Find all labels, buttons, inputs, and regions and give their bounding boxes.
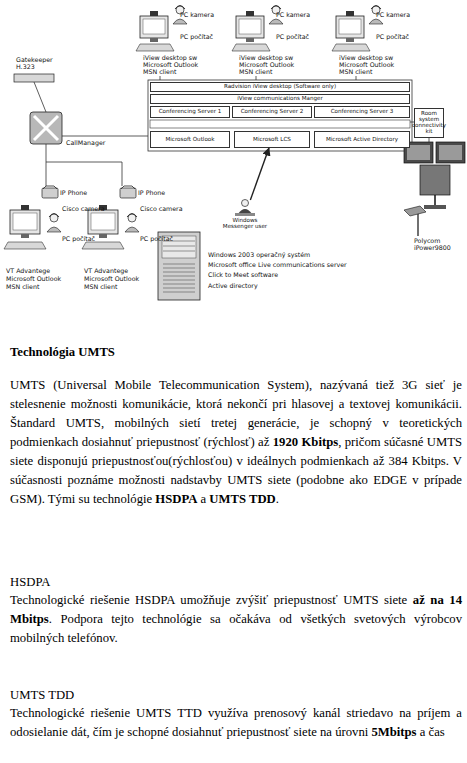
node-label: Microsoft Active Directory bbox=[326, 137, 398, 143]
podium-pole bbox=[417, 212, 418, 236]
diagram-label: Microsoft Outlook bbox=[339, 62, 394, 69]
node-label: Conferencing Server 1 bbox=[159, 109, 222, 115]
diagram-label: iView desktop sw bbox=[143, 55, 197, 62]
diagram-label: MSN client bbox=[143, 69, 176, 76]
diagram-label: Windows 2003 operačný systém bbox=[208, 252, 310, 259]
tv-screen bbox=[407, 145, 430, 160]
diagram-label: Gatekeeper H.323 bbox=[16, 57, 56, 71]
diagram-label: PC počítač bbox=[140, 236, 173, 243]
component-box: Radvision iView desktop (Software only) bbox=[150, 82, 410, 92]
diagram-label: MSN client bbox=[239, 69, 272, 76]
conference-phone bbox=[404, 206, 426, 216]
wire bbox=[46, 162, 122, 186]
component-box: Room system connectivity kit bbox=[414, 108, 444, 138]
paragraph-text: Technologické riešenie HSDPA umožňuje zv… bbox=[10, 593, 407, 607]
diagram-label: Microsoft Outlook bbox=[6, 276, 61, 283]
tv-monitor bbox=[436, 142, 465, 163]
switch-cross bbox=[34, 116, 58, 140]
component-box: Conferencing Server 1 bbox=[150, 106, 230, 118]
diagram-label: PC kamera bbox=[376, 12, 410, 19]
body-paragraph: Technologické riešenie HSDPA umožňuje zv… bbox=[10, 591, 462, 648]
section-heading: HSDPA bbox=[10, 573, 50, 592]
paragraph-text: a bbox=[201, 492, 207, 506]
paragraph-text: 5Mbitps bbox=[371, 725, 416, 739]
component-box: Microsoft Outlook bbox=[150, 131, 230, 148]
workstation bbox=[332, 6, 383, 52]
wire bbox=[62, 136, 148, 137]
diagram-label: Microsoft Outlook bbox=[84, 276, 139, 283]
node-label: iView communications Manger bbox=[237, 96, 323, 102]
paragraph-text: 1920 Kbitps bbox=[273, 435, 338, 449]
node-label: Conferencing Server 3 bbox=[331, 109, 394, 115]
component-box: Conferencing Server 3 bbox=[314, 106, 410, 118]
paragraph-text: a čas bbox=[420, 725, 445, 739]
diagram-label: Microsoft Outlook bbox=[143, 62, 198, 69]
stand-base bbox=[424, 205, 446, 209]
diagram-label: MSN client bbox=[6, 284, 39, 291]
switch-icon bbox=[30, 112, 62, 144]
body-paragraph: UMTS (Universal Mobile Telecommunication… bbox=[10, 376, 462, 509]
diagram-label: VT Advantege bbox=[6, 268, 50, 275]
server-vents bbox=[163, 241, 195, 292]
messenger-user-head bbox=[242, 200, 249, 207]
diagram-label: Cisco camera bbox=[140, 206, 183, 213]
paragraph-text: . Podpora tejto technológie sa očakáva o… bbox=[10, 612, 462, 645]
diagram-label: IP Phone bbox=[60, 190, 87, 197]
diagram-label: PC kamera bbox=[180, 12, 214, 19]
diagram-label: PC počítač bbox=[62, 236, 95, 243]
user-figure: Windows Messenger user bbox=[222, 200, 268, 230]
wire bbox=[34, 82, 46, 112]
diagram-label: Polycom iPower9800 bbox=[414, 238, 464, 252]
server-tower bbox=[158, 232, 200, 300]
node-label: Conferencing Server 2 bbox=[241, 109, 304, 115]
diagram-label: iView desktop sw bbox=[339, 55, 393, 62]
node-label: Windows Messenger user bbox=[222, 218, 268, 230]
tv-screen bbox=[439, 145, 462, 160]
diagram-label: VT Advantege bbox=[84, 268, 128, 275]
component-box: Microsoft LCS bbox=[234, 131, 310, 148]
laptop bbox=[235, 213, 255, 216]
wire bbox=[46, 144, 47, 186]
diagram-label: PC počítač bbox=[276, 34, 309, 41]
paragraph-text: UMTS TDD bbox=[209, 492, 275, 506]
node-label: Radvision iView desktop (Software only) bbox=[224, 84, 336, 90]
diagram-label: PC počítač bbox=[376, 34, 409, 41]
gatekeeper-device bbox=[14, 74, 54, 82]
component-box: iView communications Manger bbox=[150, 94, 410, 104]
section-heading: UMTS TDD bbox=[10, 686, 74, 705]
section-heading: Technológia UMTS bbox=[10, 343, 115, 362]
node-label: Microsoft Outlook bbox=[165, 137, 214, 143]
node-label: Room system connectivity kit bbox=[412, 111, 446, 134]
stand bbox=[434, 195, 436, 205]
system-frame bbox=[148, 80, 412, 151]
paragraph-text: . bbox=[276, 492, 279, 506]
cabinet bbox=[420, 165, 450, 195]
diagram-label: CallManager bbox=[66, 140, 105, 147]
diagram-label: iView desktop sw bbox=[239, 55, 293, 62]
diagram-label: IP Phone bbox=[138, 190, 165, 197]
diagram-label: Active directory bbox=[208, 283, 258, 290]
diagram-label: MSN client bbox=[339, 69, 372, 76]
wire bbox=[429, 138, 430, 142]
empty-band bbox=[150, 120, 410, 128]
component-box: Conferencing Server 2 bbox=[232, 106, 312, 118]
diagram-label: PC počítač bbox=[180, 34, 213, 41]
paragraph-text: HSDPA bbox=[155, 492, 197, 506]
diagram-label: PC kamera bbox=[276, 12, 310, 19]
workstation bbox=[232, 6, 283, 52]
node-label: Microsoft LCS bbox=[253, 137, 291, 143]
diagram-label: MSN client bbox=[84, 284, 117, 291]
workstation bbox=[136, 6, 187, 52]
diagram-label: Microsoft office Live communications ser… bbox=[208, 262, 347, 269]
diagram-label: Click to Meet software bbox=[208, 272, 278, 279]
video-phone-set bbox=[4, 186, 61, 249]
component-box: Microsoft Active Directory bbox=[314, 131, 410, 148]
diagram-label: Microsoft Outlook bbox=[239, 62, 294, 69]
arrow-connector bbox=[250, 148, 269, 200]
body-paragraph: Technologické riešenie UMTS TTD využíva … bbox=[10, 704, 462, 742]
diagram-label: Cisco camera bbox=[62, 206, 105, 213]
